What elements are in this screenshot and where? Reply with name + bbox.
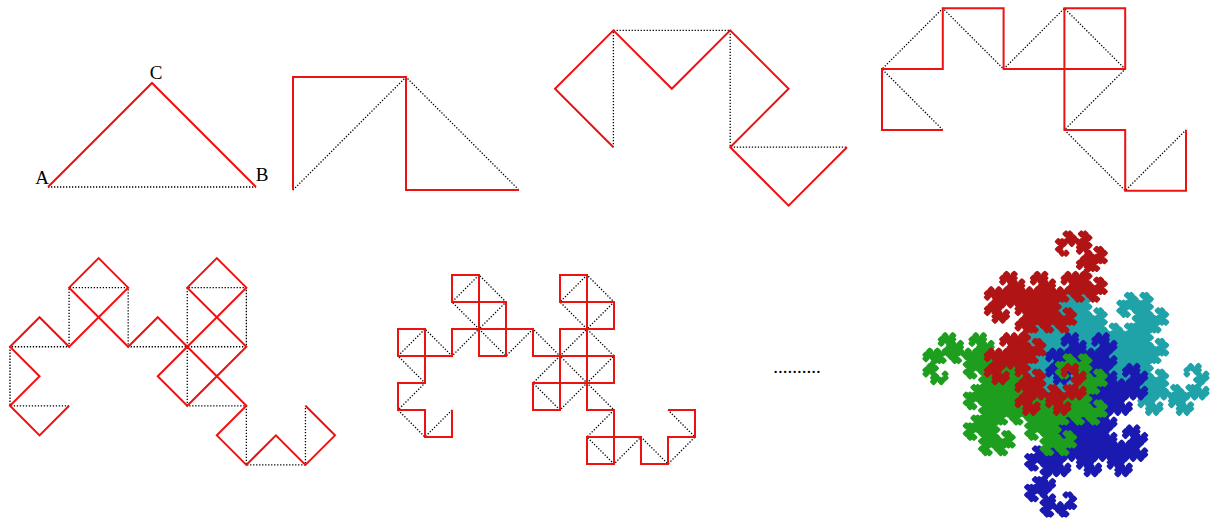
point-label: C	[150, 63, 163, 82]
point-label: B	[256, 165, 269, 184]
dragon-iteration	[882, 8, 1186, 190]
previous-iteration	[293, 77, 519, 190]
previous-iteration	[48, 186, 256, 187]
dragon-iteration	[398, 275, 695, 464]
previous-iteration	[398, 275, 695, 464]
dragon-iteration	[293, 77, 519, 190]
dragon-iteration	[48, 83, 256, 187]
point-label: A	[35, 168, 49, 187]
previous-iteration	[613, 30, 847, 147]
previous-iteration	[882, 8, 1186, 190]
dragon-iteration	[10, 258, 335, 465]
continuation-dots: ..........	[773, 357, 821, 376]
filled-dragon	[985, 232, 1106, 414]
dragon-iteration	[555, 30, 847, 205]
